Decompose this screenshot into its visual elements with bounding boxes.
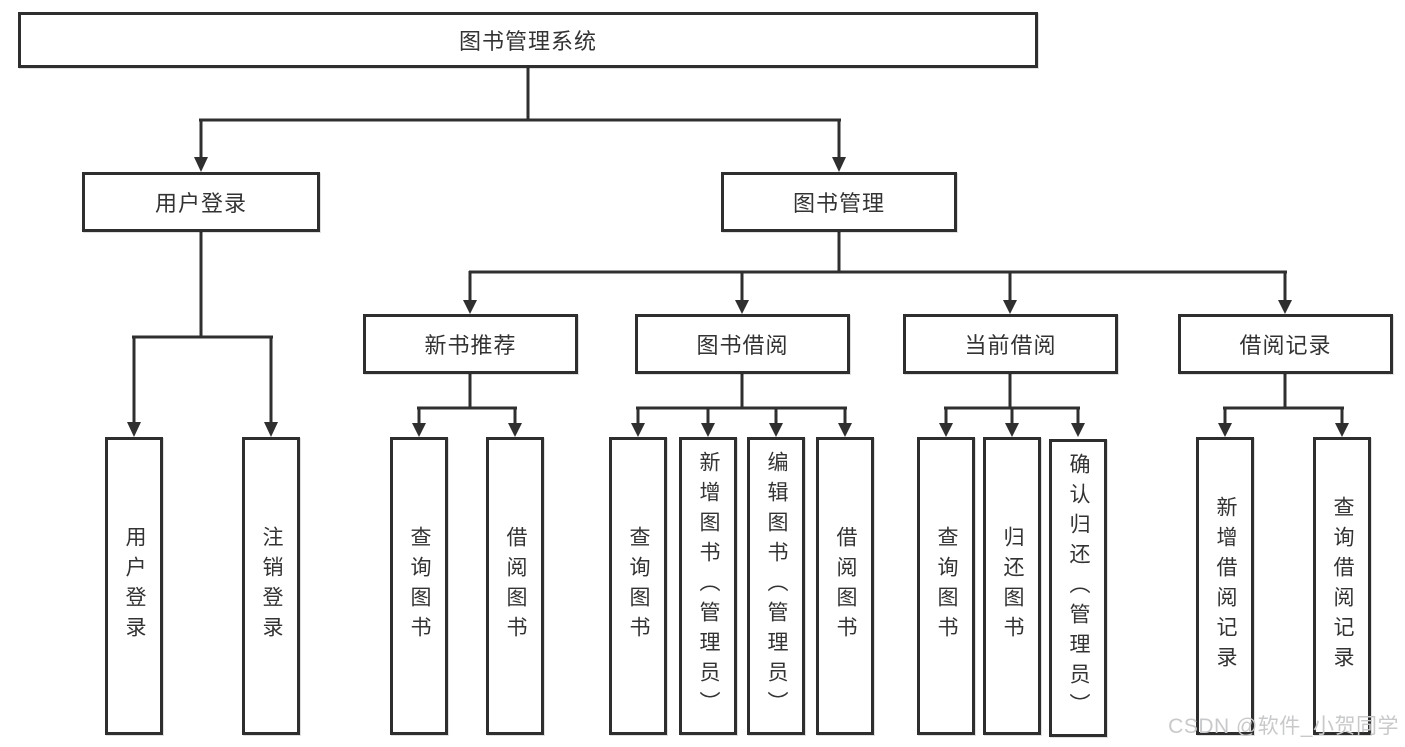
arrowhead bbox=[264, 422, 278, 437]
csdn-watermark: CSDN @软件_小贺同学 bbox=[1168, 715, 1399, 738]
node-label: 归还图书 bbox=[1001, 526, 1025, 646]
node-label: 新增借阅记录 bbox=[1214, 496, 1238, 676]
arrowhead bbox=[508, 423, 522, 437]
node-new-book-recommendation: 新书推荐 bbox=[363, 314, 578, 374]
connector-book-borrowing-to-leaves bbox=[631, 373, 852, 437]
node-label: 当前借阅 bbox=[964, 333, 1057, 358]
node-label: 图书管理 bbox=[792, 191, 885, 216]
leaf-query-books-current: 查询图书 bbox=[917, 437, 975, 735]
leaf-add-books-admin: 新增图书（管理员） bbox=[679, 437, 737, 735]
arrowhead bbox=[1003, 300, 1017, 314]
node-label: 图书管理系统 bbox=[458, 29, 597, 54]
leaf-borrow-books-borrowing: 借阅图书 bbox=[816, 437, 874, 735]
leaf-edit-books-admin: 编辑图书（管理员） bbox=[747, 437, 805, 735]
node-library-management-system: 图书管理系统 bbox=[18, 12, 1038, 68]
node-book-borrowing: 图书借阅 bbox=[635, 314, 850, 374]
connector-new-book-to-leaves bbox=[412, 373, 522, 437]
arrowhead bbox=[463, 300, 477, 314]
connector-current-borrowing-to-leaves bbox=[939, 373, 1085, 437]
leaf-logout-login: 注销登录 bbox=[242, 437, 300, 735]
node-user-login: 用户登录 bbox=[82, 172, 320, 232]
node-label: 用户登录 bbox=[123, 526, 147, 646]
leaf-borrow-books-newbook: 借阅图书 bbox=[486, 437, 544, 735]
node-label: 借阅图书 bbox=[834, 526, 858, 646]
node-label: 图书借阅 bbox=[696, 333, 789, 358]
arrowhead bbox=[127, 422, 141, 437]
leaf-user-login: 用户登录 bbox=[105, 437, 163, 735]
connector-book-management-to-level3 bbox=[463, 231, 1292, 314]
arrowhead bbox=[1005, 423, 1019, 437]
node-borrowing-records: 借阅记录 bbox=[1178, 314, 1393, 374]
node-label: 查询借阅记录 bbox=[1331, 496, 1355, 676]
arrowhead bbox=[194, 157, 208, 172]
node-label: 借阅记录 bbox=[1239, 333, 1332, 358]
arrowhead bbox=[832, 157, 846, 172]
node-current-borrowing: 当前借阅 bbox=[903, 314, 1118, 374]
arrowhead bbox=[1071, 423, 1085, 437]
node-label: 查询图书 bbox=[935, 526, 959, 646]
arrowhead bbox=[1335, 423, 1349, 437]
leaf-query-books-borrowing: 查询图书 bbox=[609, 437, 667, 735]
leaf-return-books: 归还图书 bbox=[983, 437, 1041, 735]
arrowhead bbox=[838, 423, 852, 437]
leaf-query-borrow-record: 查询借阅记录 bbox=[1313, 437, 1371, 735]
node-label: 确认归还（管理员） bbox=[1067, 453, 1091, 723]
node-label: 注销登录 bbox=[260, 526, 284, 646]
arrowhead bbox=[735, 300, 749, 314]
node-label: 新增图书（管理员） bbox=[697, 451, 721, 721]
leaf-query-books-newbook: 查询图书 bbox=[390, 437, 448, 735]
connector-borrow-records-to-leaves bbox=[1218, 373, 1349, 437]
arrowhead bbox=[701, 423, 715, 437]
node-label: 新书推荐 bbox=[424, 333, 517, 358]
connector-user-login-to-leaves bbox=[127, 231, 278, 437]
node-label: 用户登录 bbox=[154, 191, 247, 216]
arrowhead bbox=[631, 423, 645, 437]
node-label: 借阅图书 bbox=[504, 526, 528, 646]
arrowhead bbox=[939, 423, 953, 437]
leaf-add-borrow-record: 新增借阅记录 bbox=[1196, 437, 1254, 735]
node-label: 查询图书 bbox=[627, 526, 651, 646]
connector-root-to-level2 bbox=[194, 66, 846, 172]
arrowhead bbox=[1218, 423, 1232, 437]
node-label: 编辑图书（管理员） bbox=[765, 451, 789, 721]
node-book-management: 图书管理 bbox=[721, 172, 957, 232]
arrowhead bbox=[769, 423, 783, 437]
arrowhead bbox=[412, 423, 426, 437]
leaf-confirm-return-admin: 确认归还（管理员） bbox=[1049, 439, 1107, 737]
arrowhead bbox=[1278, 300, 1292, 314]
node-label: 查询图书 bbox=[408, 526, 432, 646]
